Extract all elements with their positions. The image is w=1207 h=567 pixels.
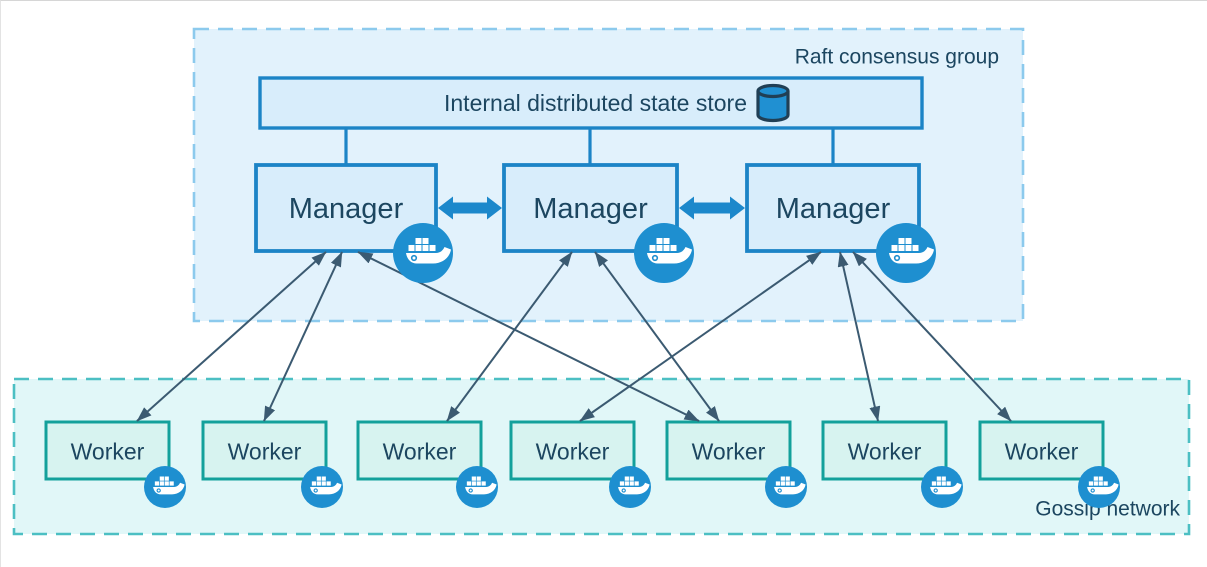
worker-label-4: Worker [536, 439, 610, 465]
manager-label-2: Manager [533, 193, 648, 225]
worker-node-5 [665, 420, 792, 481]
edge-manager-2-worker-3 [446, 251, 573, 422]
manager-label-3: Manager [776, 193, 891, 225]
docker-whale-icon-worker-4 [609, 466, 651, 508]
docker-whale-icon-worker-7 [1078, 466, 1120, 508]
worker-node-2 [201, 420, 328, 481]
worker-label-6: Worker [848, 439, 922, 465]
state-store-label: Internal distributed state store [444, 90, 747, 116]
edge-manager-1-worker-2 [263, 251, 343, 422]
worker-node-4 [509, 420, 636, 481]
worker-label-7: Worker [1005, 439, 1079, 465]
docker-whale-icon-manager-1 [393, 223, 453, 283]
manager-label-1: Manager [289, 193, 404, 225]
docker-whale-icon-manager-2 [634, 223, 694, 283]
worker-label-5: Worker [692, 439, 766, 465]
worker-node-1 [44, 420, 171, 481]
worker-node-3 [356, 420, 483, 481]
raft-group-label: Raft consensus group [795, 46, 999, 69]
worker-node-7 [978, 420, 1105, 481]
docker-whale-icon-worker-6 [921, 466, 963, 508]
worker-label-1: Worker [71, 439, 145, 465]
gossip-network-label: Gossip network [1035, 498, 1180, 521]
docker-whale-icon-worker-3 [456, 466, 498, 508]
state-store-box [258, 76, 924, 130]
edge-manager-3-worker-4 [579, 251, 822, 422]
docker-whale-icon-worker-2 [301, 466, 343, 508]
worker-label-2: Worker [228, 439, 302, 465]
worker-node-6 [821, 420, 948, 481]
docker-whale-icon-worker-5 [765, 466, 807, 508]
manager-raft-link-2 [679, 196, 745, 220]
docker-whale-icon-worker-1 [144, 466, 186, 508]
manager-raft-link-1 [438, 196, 502, 220]
worker-label-3: Worker [383, 439, 457, 465]
edge-manager-3-worker-7 [852, 251, 1012, 422]
database-cylinder-icon [756, 83, 790, 123]
docker-whale-icon-manager-3 [876, 223, 936, 283]
